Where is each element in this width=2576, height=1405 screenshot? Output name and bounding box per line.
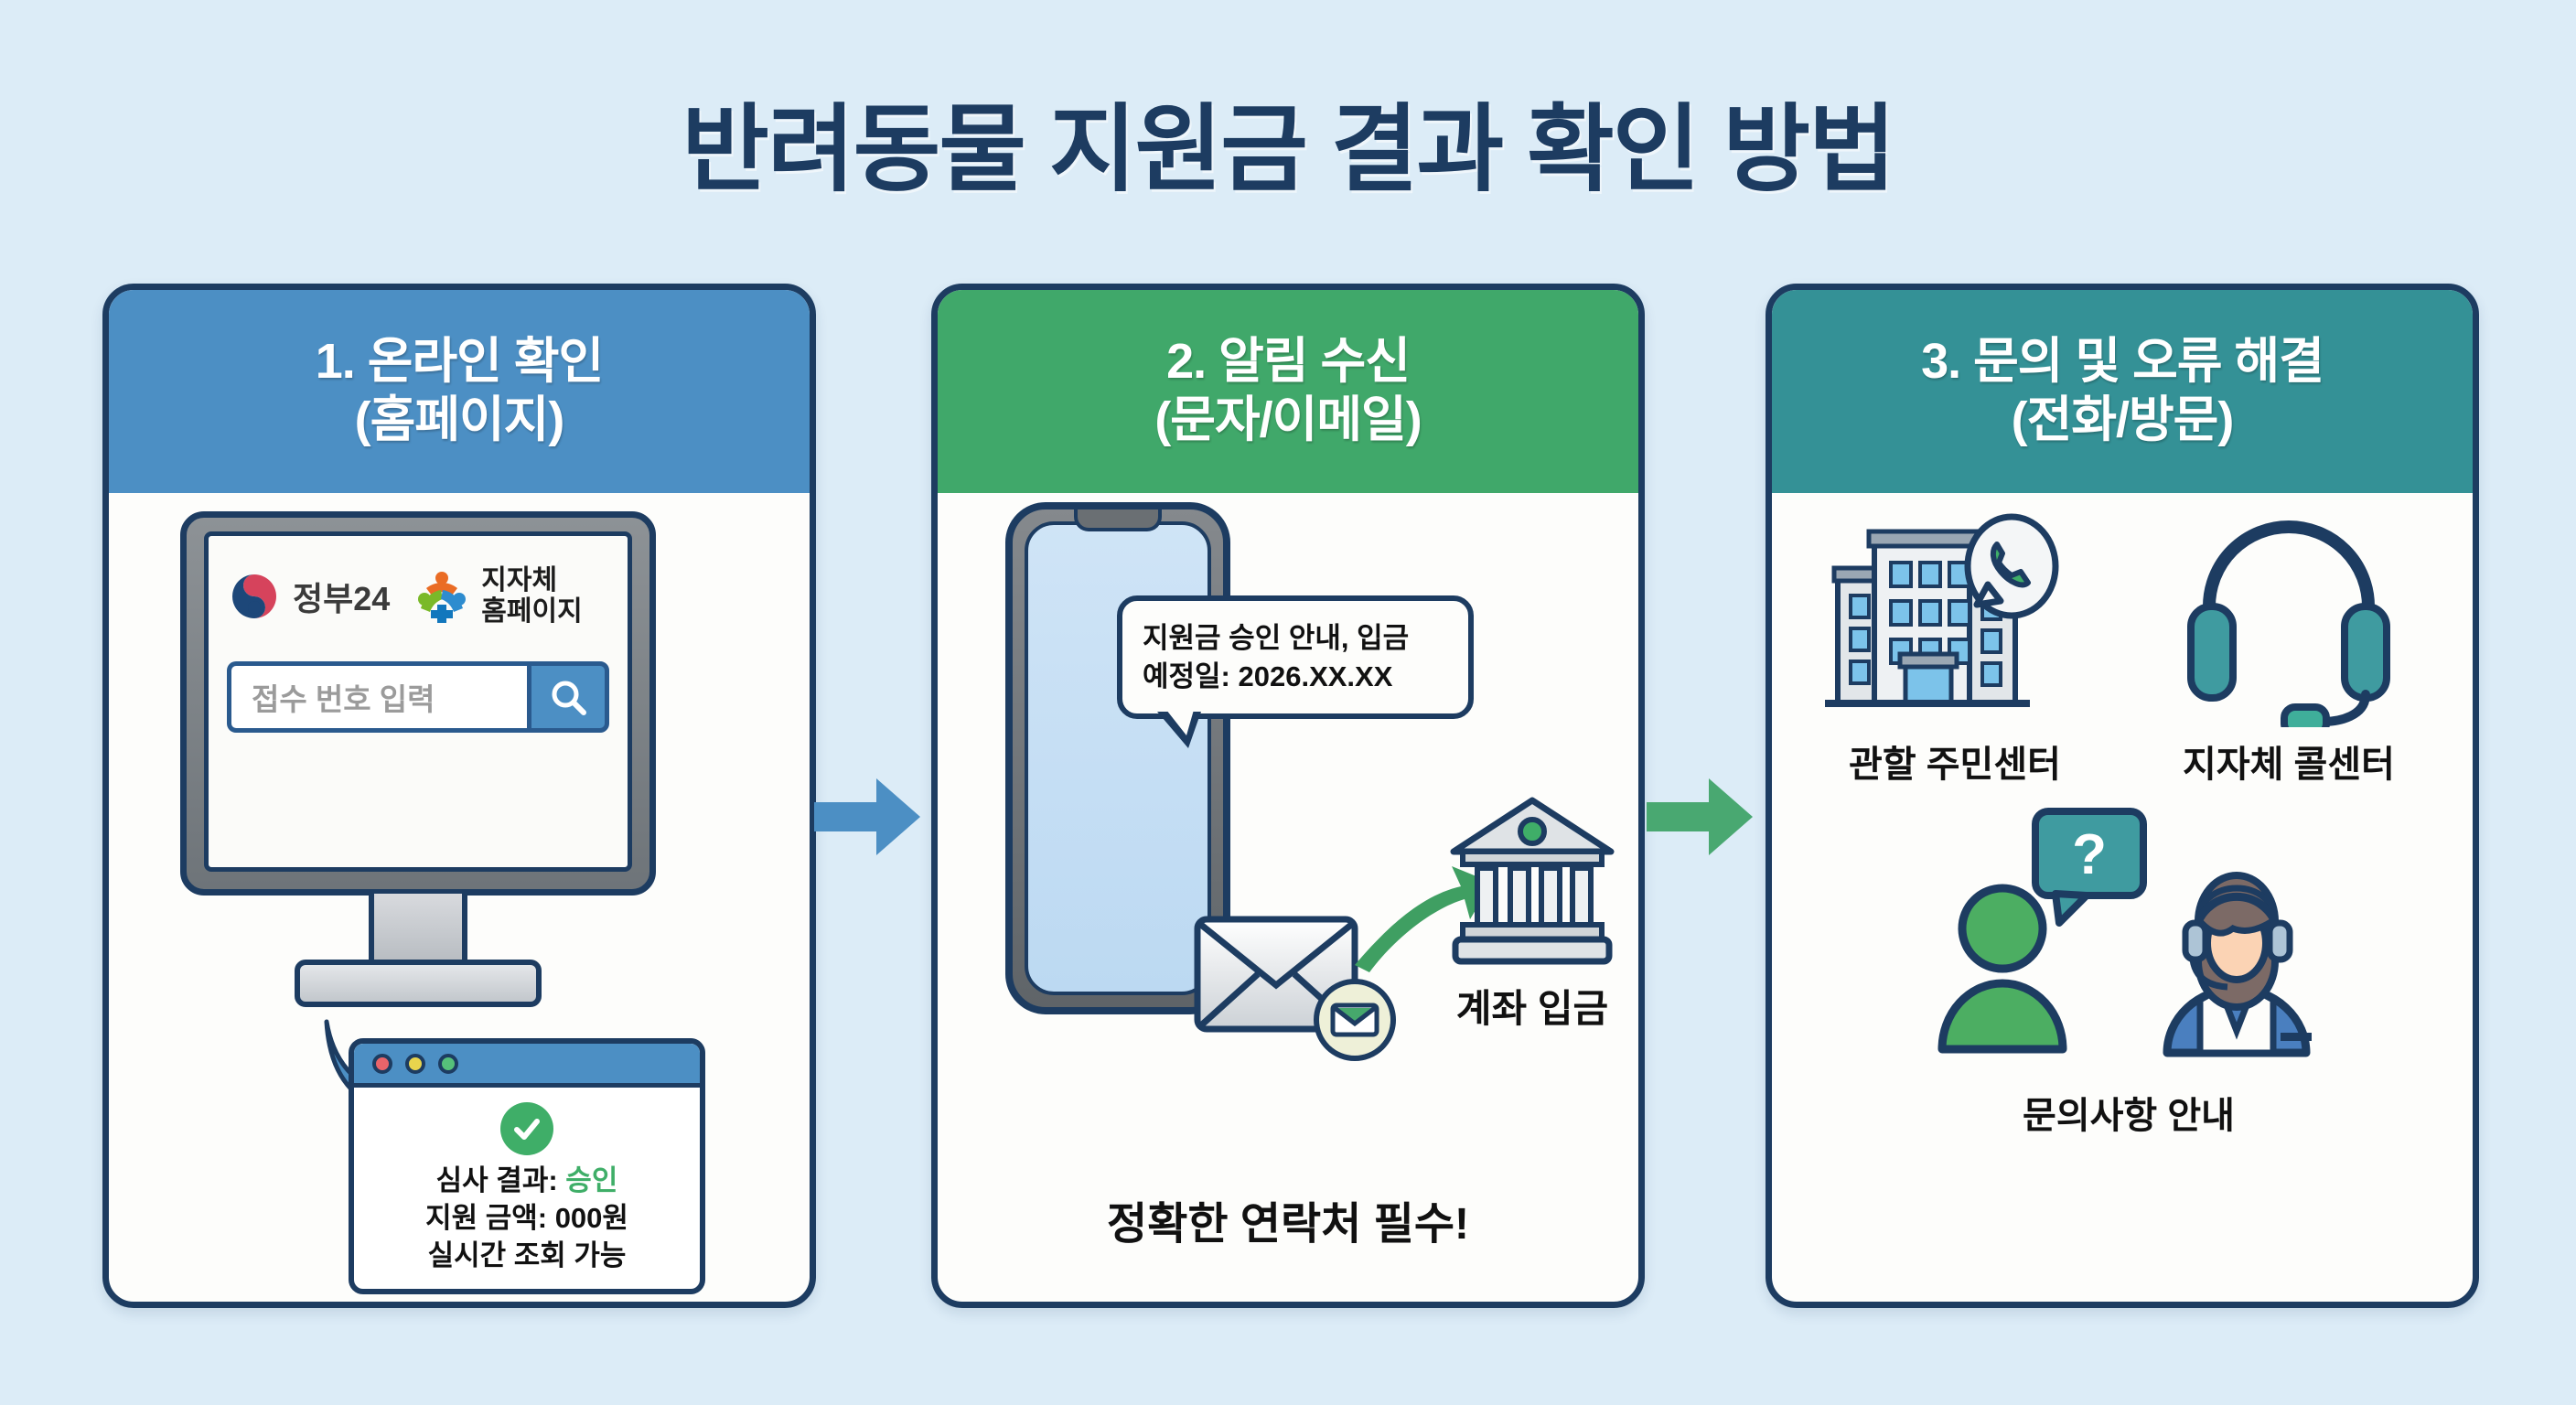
monitor-illustration: 정부24 bbox=[180, 511, 656, 1007]
card-step-3: 3. 문의 및 오류 해결 (전화/방문) bbox=[1766, 284, 2479, 1308]
headset-icon bbox=[2187, 520, 2390, 727]
monitor-base bbox=[295, 960, 542, 1007]
envelope-icon bbox=[1194, 916, 1358, 1033]
smartphone-illustration bbox=[1005, 502, 1230, 1014]
card-2-header: 2. 알림 수신 (문자/이메일) bbox=[938, 290, 1638, 493]
search-input[interactable]: 접수 번호 입력 bbox=[227, 661, 527, 734]
phone-notch bbox=[1074, 509, 1162, 531]
result-status-row: 심사 결과: 승인 bbox=[363, 1163, 691, 1200]
check-circle-icon bbox=[500, 1102, 553, 1155]
result-status-value: 승인 bbox=[565, 1164, 618, 1196]
item-community-center: 관할 주민센터 bbox=[1790, 511, 2120, 788]
card-1-title-line1: 1. 온라인 확인 bbox=[315, 334, 604, 390]
arrow-step-2-to-3 bbox=[1647, 773, 1753, 861]
card-1-title-line2: (홈페이지) bbox=[354, 392, 565, 447]
arrow-step-1-to-2 bbox=[814, 773, 920, 861]
local-gov-logo: 지자체 홈페이지 bbox=[413, 565, 583, 627]
building-phone-icon bbox=[1825, 513, 2059, 707]
card-3-title-line2: (전화/방문) bbox=[2011, 392, 2235, 447]
window-minimize-dot[interactable] bbox=[405, 1053, 425, 1074]
search-button[interactable] bbox=[527, 661, 609, 734]
result-amount: 지원 금액: 000원 bbox=[425, 1201, 628, 1234]
window-close-dot[interactable] bbox=[372, 1053, 392, 1074]
people-circle-icon bbox=[418, 571, 467, 623]
search-bar[interactable]: 접수 번호 입력 bbox=[227, 661, 609, 734]
community-center-label: 관할 주민센터 bbox=[1849, 745, 2061, 785]
local-gov-label: 지자체 홈페이지 bbox=[481, 565, 583, 627]
card-2-title-line1: 2. 알림 수신 bbox=[1166, 334, 1411, 390]
result-realtime: 실시간 조회 가능 bbox=[427, 1239, 627, 1271]
check-icon bbox=[514, 1119, 540, 1140]
mail-badge-icon bbox=[1314, 979, 1396, 1061]
bank-deposit-label: 계좌 입금 bbox=[1455, 987, 1609, 1030]
card-step-1: 1. 온라인 확인 (홈페이지) 정부24 bbox=[102, 284, 816, 1308]
green-curved-arrow-icon bbox=[1355, 866, 1492, 972]
card-1-body: 정부24 bbox=[109, 493, 810, 1302]
card-step-2: 2. 알림 수신 (문자/이메일) 지원금 승인 안내, 입금 예정일: 202… bbox=[931, 284, 1645, 1308]
bank-icon bbox=[1450, 797, 1615, 965]
page-title: 반려동물 지원금 결과 확인 방법 bbox=[682, 97, 1895, 203]
monitor-screen: 정부24 bbox=[204, 531, 632, 872]
card-3-body: 관할 주민센터 지자체 콜센터 ? bbox=[1772, 493, 2473, 1302]
phone-screen bbox=[1025, 521, 1211, 995]
sms-line-2: 예정일: 2026.XX.XX bbox=[1143, 660, 1393, 692]
result-content: 심사 결과: 승인 지원 금액: 000원 실시간 조회 가능 bbox=[354, 1088, 700, 1275]
call-center-label: 지자체 콜센터 bbox=[2183, 745, 2395, 785]
taegeuk-icon bbox=[232, 574, 276, 618]
item-inquiry-guide: ? 문의사항 안내 bbox=[1891, 804, 2367, 1139]
card-3-header: 3. 문의 및 오류 해결 (전화/방문) bbox=[1772, 290, 2473, 493]
search-icon bbox=[552, 681, 586, 716]
gov24-logo: 정부24 bbox=[227, 569, 390, 624]
inquiry-guide-label: 문의사항 안내 bbox=[2023, 1096, 2235, 1136]
card-2-body: 지원금 승인 안내, 입금 예정일: 2026.XX.XX bbox=[938, 493, 1638, 1302]
bubble-tail bbox=[1157, 710, 1201, 749]
card-2-footer-note: 정확한 연락처 필수! bbox=[1107, 1200, 1469, 1249]
card-1-header: 1. 온라인 확인 (홈페이지) bbox=[109, 290, 810, 493]
window-maximize-dot[interactable] bbox=[438, 1053, 458, 1074]
svg-text:?: ? bbox=[2072, 823, 2107, 886]
result-window: 심사 결과: 승인 지원 금액: 000원 실시간 조회 가능 bbox=[349, 1038, 705, 1294]
sms-line-1: 지원금 승인 안내, 입금 bbox=[1143, 622, 1410, 654]
card-3-title-line1: 3. 문의 및 오류 해결 bbox=[1921, 334, 2324, 390]
monitor-neck bbox=[369, 894, 467, 972]
card-2-title-line2: (문자/이메일) bbox=[1154, 392, 1422, 447]
sms-bubble: 지원금 승인 안내, 입금 예정일: 2026.XX.XX bbox=[1117, 595, 1474, 749]
portal-logos: 정부24 bbox=[227, 565, 609, 627]
result-status-label: 심사 결과: bbox=[435, 1164, 558, 1196]
item-call-center: 지자체 콜센터 bbox=[2120, 511, 2458, 788]
window-titlebar bbox=[354, 1044, 700, 1088]
gov24-label: 정부24 bbox=[293, 579, 391, 617]
person-agent-icon: ? bbox=[1937, 808, 2312, 1057]
